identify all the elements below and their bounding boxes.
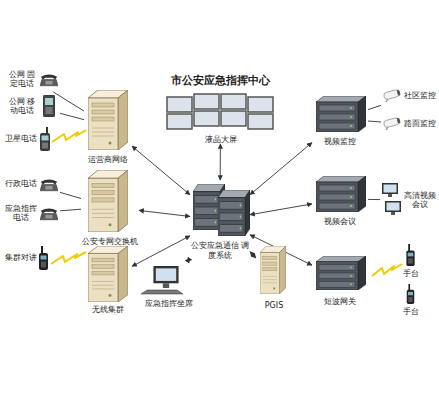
satellite-phone-icon [40,127,50,151]
device-node: 应急指挥 电话 [3,200,60,226]
device-node: 短波网关 [312,252,368,306]
phone-icon [40,75,58,86]
device-label: 手台 [395,307,427,317]
device-node: 手台 [395,282,427,316]
diagram-title: 市公安应急指挥中心 [120,74,320,87]
device-node: 行政电话 [3,172,60,196]
device-node: 运营商网络 [84,88,132,164]
device-node: 公安专网交换机 [81,168,139,246]
walkie-icon [406,244,414,266]
device-node: 无线集群 [84,244,132,314]
link-arrow [60,192,81,198]
phone-icon [40,180,58,191]
device-label: 无线集群 [84,305,132,315]
link-arrow [250,252,256,258]
device-node: 社区监控 [381,84,437,108]
device-node: 液晶大屏 [163,92,278,144]
link-arrow [250,204,312,215]
camera-icon [383,117,401,130]
device-label: 手台 [395,269,427,279]
device-label: 应急指挥坐席 [140,299,198,309]
server-icon [88,90,128,150]
device-node: 公安应急通信 调度系统 [190,180,250,260]
link-arrow [368,121,381,123]
device-label: 社区监控 [403,91,437,101]
device-node: 路面监控 [381,112,437,136]
link-arrow [60,113,84,119]
server-icon [260,246,286,294]
link-arrow [368,105,381,109]
link-arrow [132,146,190,195]
server-icon [88,170,128,232]
rack-icon [316,96,366,132]
device-label: 视频监控 [312,137,368,147]
dispatch-rack-icon [193,184,250,236]
device-label: 公安专网交换机 [81,237,139,247]
device-label: 应急指挥 电话 [3,204,39,223]
device-label: 液晶大屏 [163,135,278,145]
link-arrow [250,143,312,195]
device-label: 高清视频 会议 [402,191,438,210]
device-label: 视频会议 [312,217,368,227]
device-label: 公网 固定电话 [5,70,39,89]
device-label: 集群对讲 [3,253,39,263]
rack-icon [316,176,366,212]
device-label: 行政电话 [3,179,39,189]
device-node: 公网 移动电话 [5,93,60,119]
device-node: 卫星电话 [3,126,53,152]
lcd-wall-icon [167,94,273,129]
monitor-icon [385,201,401,215]
device-label: 卫星电话 [3,134,39,144]
link-arrow [60,209,81,211]
wireless-bolt [372,264,402,276]
link-arrow [187,258,190,262]
device-node: 手台 [395,242,427,278]
walkie-icon [407,284,415,304]
device-label: 运营商网络 [84,155,132,165]
device-node: 集群对讲 [3,244,50,272]
device-node: PGIS [256,244,292,310]
server-icon [88,246,128,302]
device-label: 公网 移动电话 [5,97,39,116]
wireless-bolt [52,130,86,142]
link-arrow [220,144,221,180]
device-node: 视频会议 [312,172,368,226]
camera-icon [383,89,401,102]
device-node: 应急指挥坐席 [140,262,198,308]
phone-icon [40,209,58,220]
link-arrow [132,236,190,267]
device-label: 路面监控 [403,119,437,129]
monitor-icon [382,183,398,197]
link-arrow [53,92,84,111]
device-node: 高清视频 会议 [380,180,438,220]
wireless-bolt [51,252,86,264]
device-label: 短波网关 [312,297,368,307]
walkie-icon [39,246,48,270]
link-arrow [139,210,190,216]
rack-icon [316,256,366,290]
device-node: 公网 固定电话 [5,66,60,92]
workstation-icon [141,266,183,294]
mobile-icon [43,95,55,117]
device-label: 公安应急通信 调度系统 [190,241,250,260]
link-arrow [368,199,380,200]
device-label: PGIS [256,301,292,311]
device-node: 视频监控 [312,92,368,146]
